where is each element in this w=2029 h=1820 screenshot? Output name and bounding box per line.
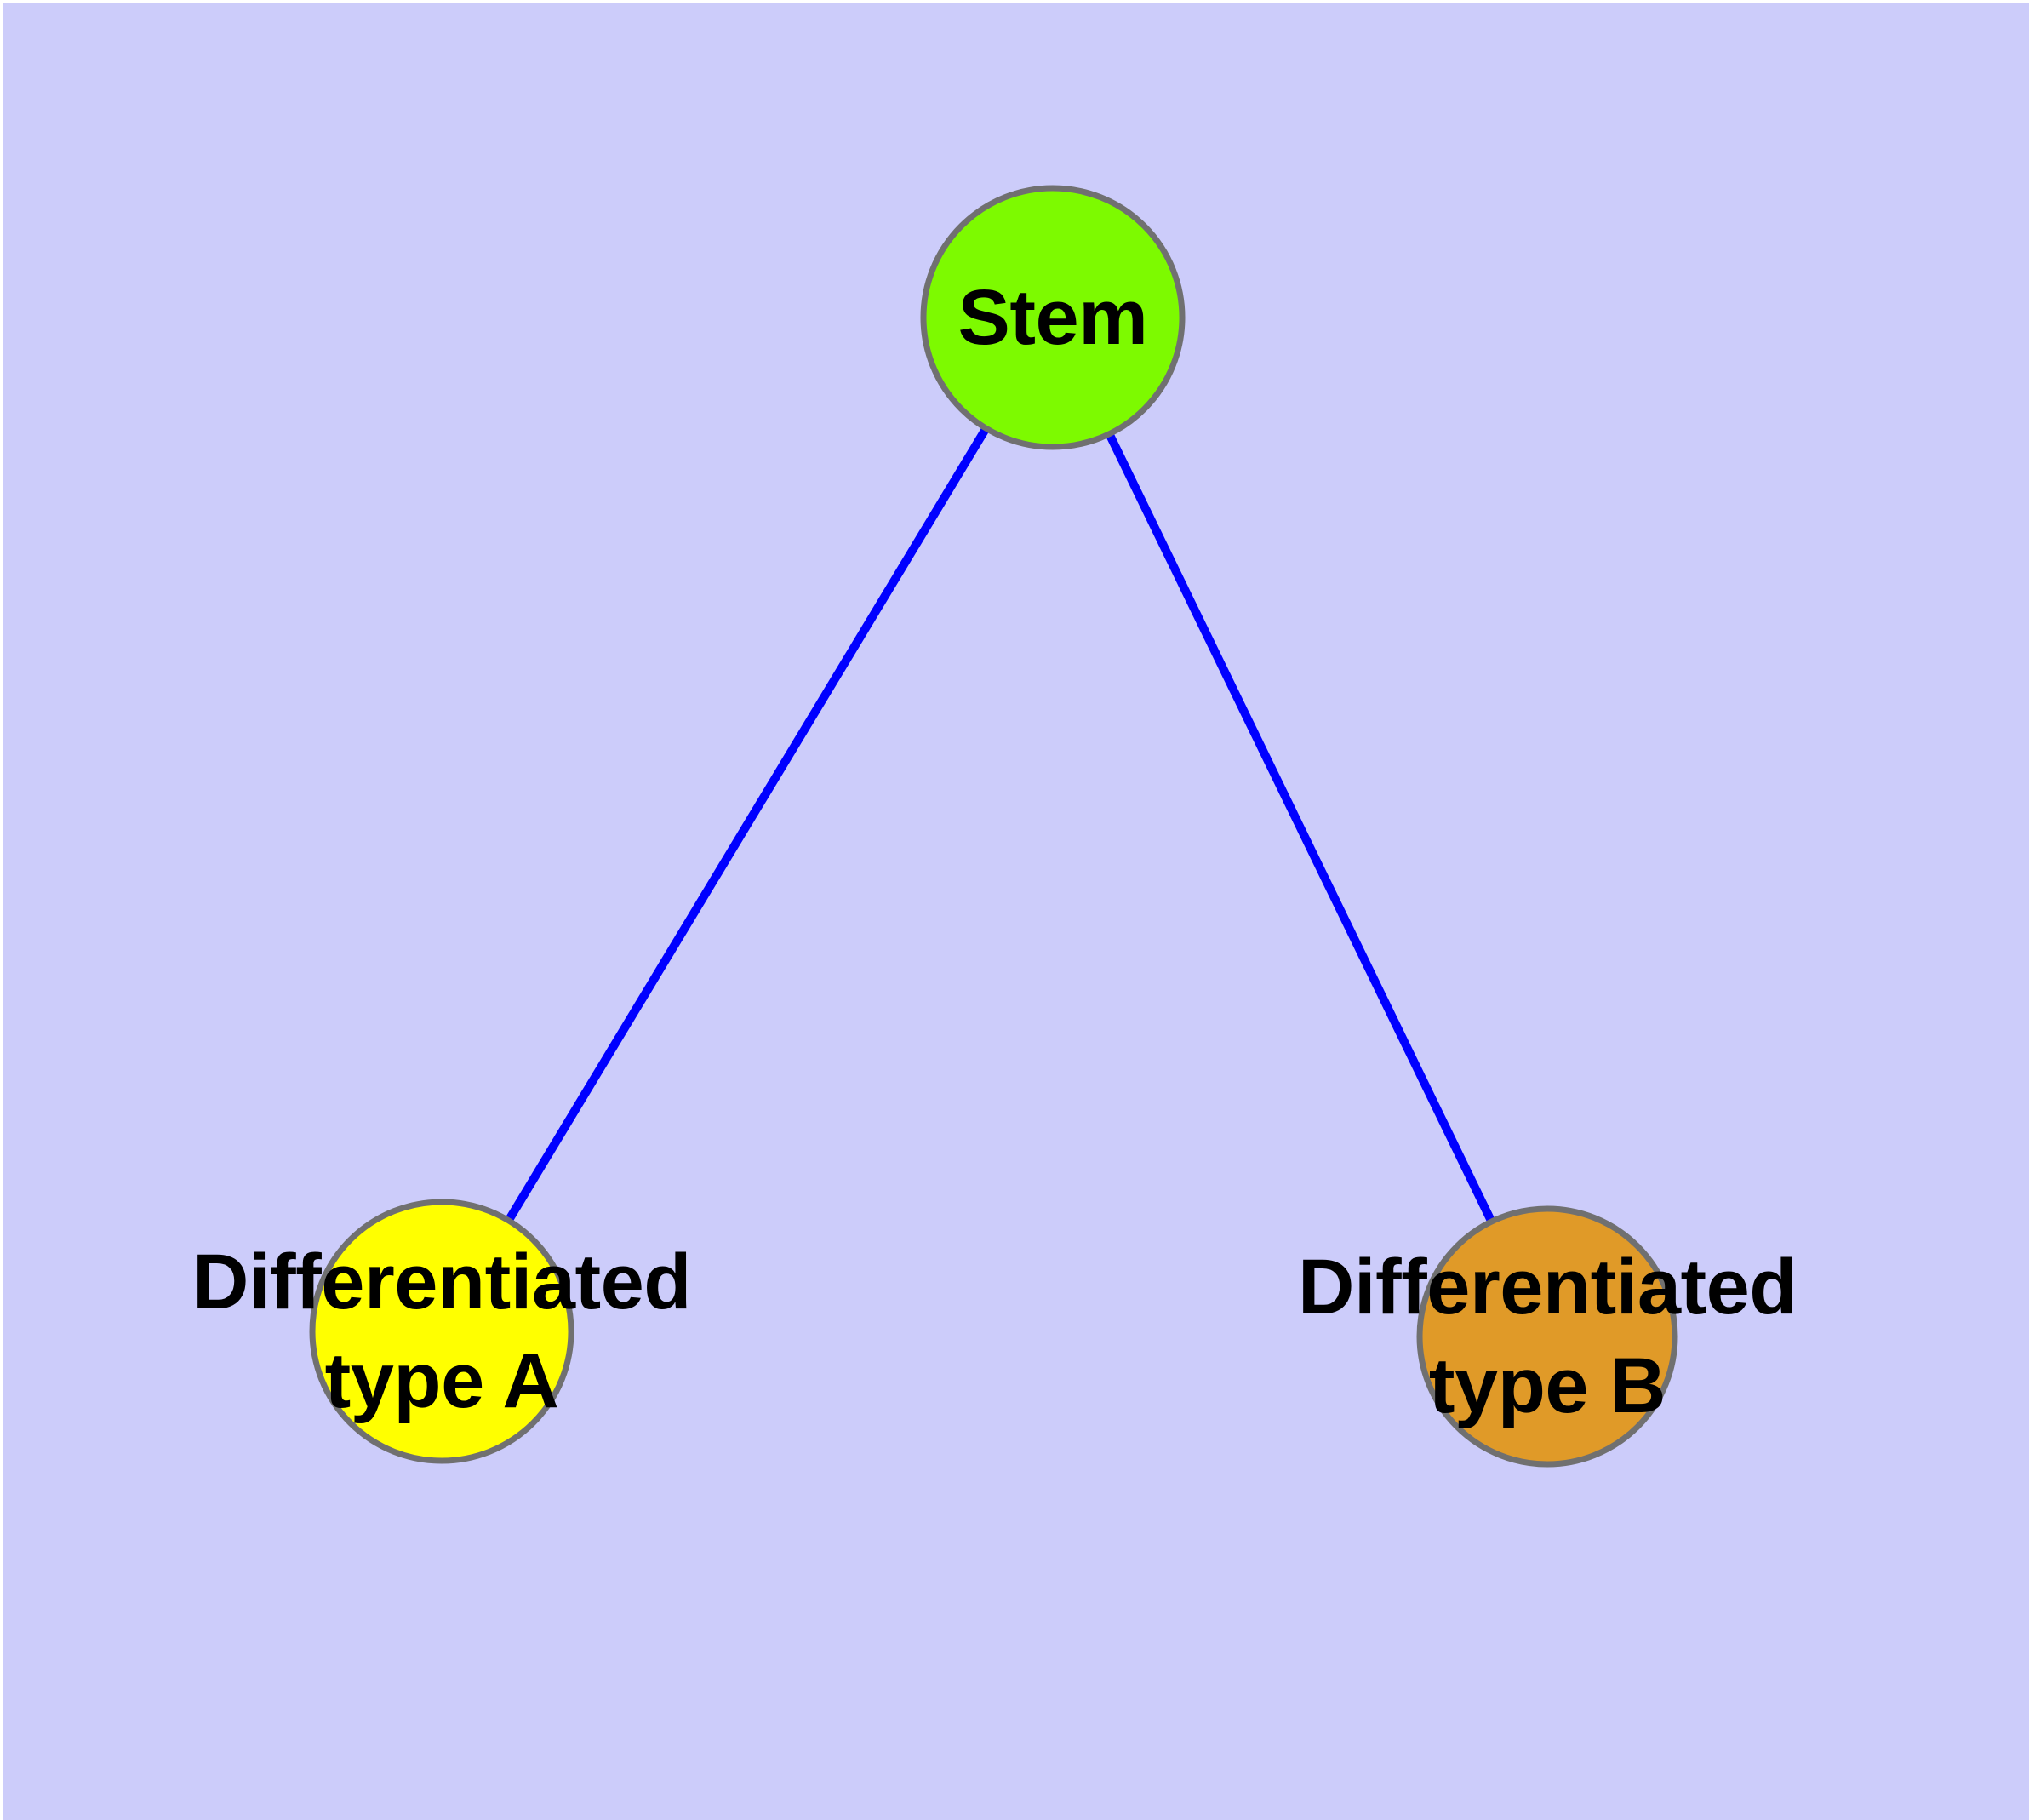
edge-layer [503,423,1497,1227]
node-differentiated-type-a[interactable] [309,1199,574,1464]
edge-stem-to-differentiated-type-a[interactable] [503,423,992,1226]
node-layer [309,185,1678,1468]
node-stem[interactable] [920,185,1186,450]
edge-stem-to-differentiated-type-b[interactable] [1104,428,1497,1227]
node-differentiated-type-b[interactable] [1416,1205,1678,1468]
